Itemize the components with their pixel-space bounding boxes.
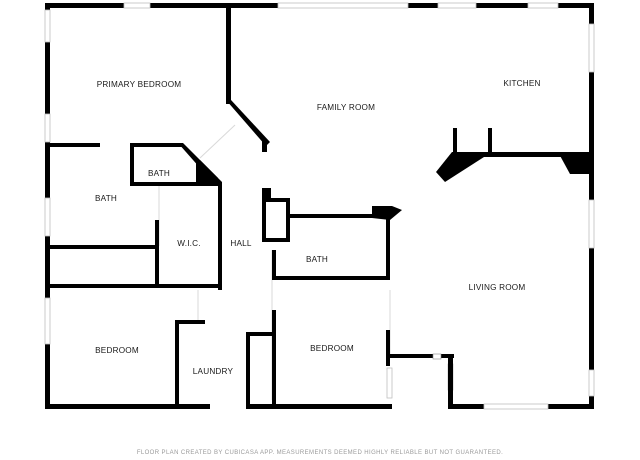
label-family-room: FAMILY ROOM — [317, 103, 375, 112]
label-laundry: LAUNDRY — [193, 367, 234, 376]
threshold-marker — [432, 353, 442, 360]
room-labels: PRIMARY BEDROOM FAMILY ROOM KITCHEN BATH… — [95, 79, 540, 376]
label-bath-left: BATH — [95, 194, 117, 203]
label-kitchen: KITCHEN — [503, 79, 540, 88]
label-hall: HALL — [230, 239, 252, 248]
interior-walls — [50, 8, 589, 408]
label-living-room: LIVING ROOM — [469, 283, 526, 292]
label-bedroom-left: BEDROOM — [95, 346, 139, 355]
label-wic: W.I.C. — [177, 239, 201, 248]
label-bath-center: BATH — [306, 255, 328, 264]
label-bedroom-center: BEDROOM — [310, 344, 354, 353]
label-bath-small: BATH — [148, 169, 170, 178]
disclaimer-footer: FLOOR PLAN CREATED BY CUBICASA APP. MEAS… — [137, 450, 503, 456]
label-primary-bedroom: PRIMARY BEDROOM — [97, 80, 182, 89]
